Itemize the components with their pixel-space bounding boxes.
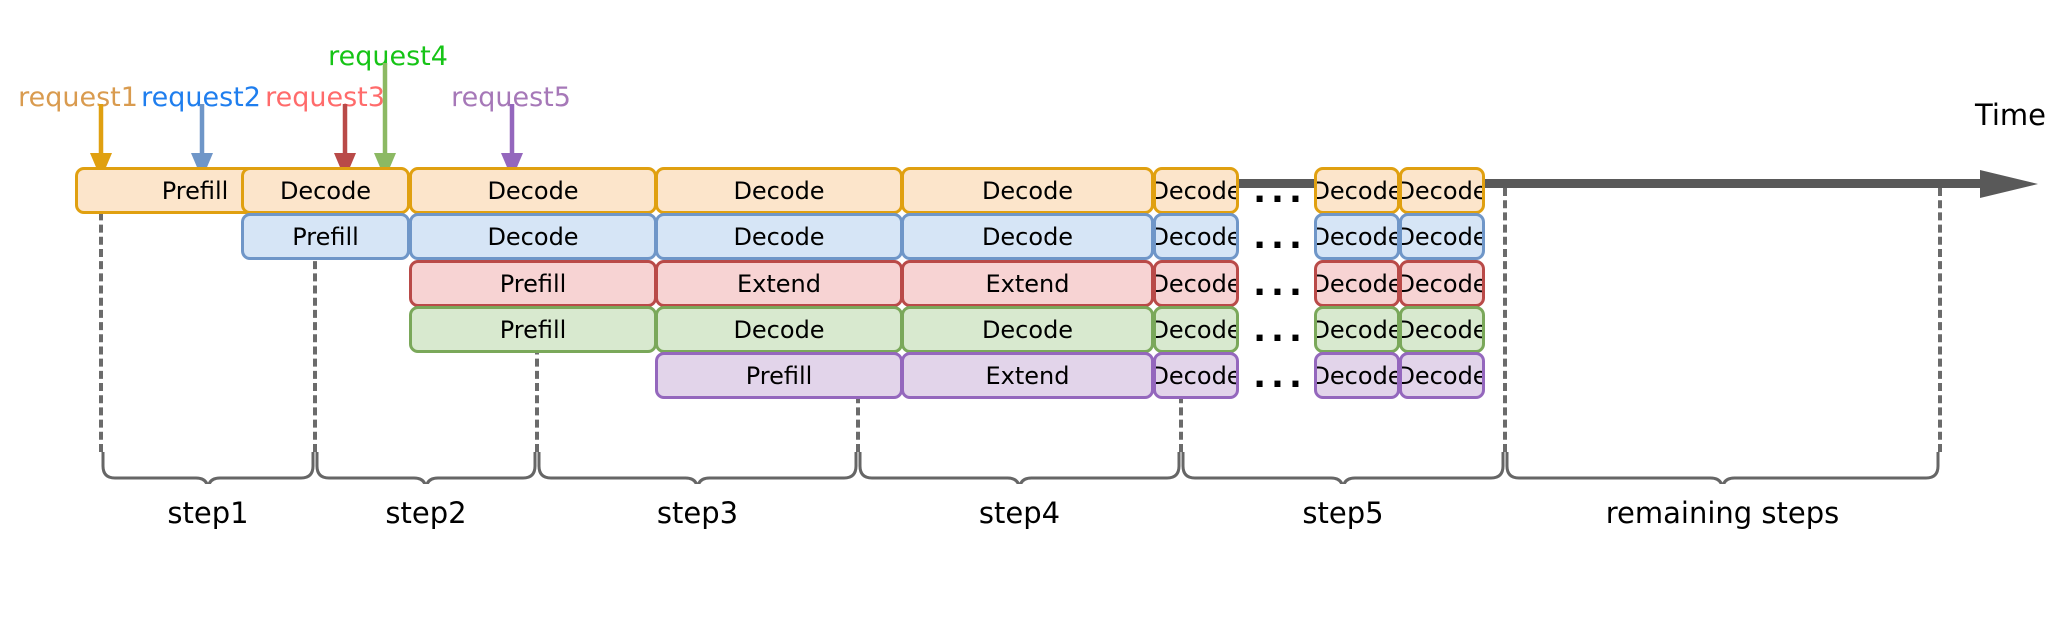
- block-request5-decode-5: Decode: [1399, 352, 1485, 399]
- request-label-3: request3: [265, 82, 385, 113]
- block-request3-decode-5: Decode: [1314, 260, 1400, 307]
- ellipsis-row-5: ...: [1253, 355, 1307, 396]
- request-arrow-2: [191, 104, 213, 179]
- step-divider-5: [1503, 188, 1507, 452]
- step-brace-6: [1505, 452, 1940, 484]
- step-label-3: step3: [656, 496, 739, 530]
- ellipsis-row-2: ...: [1253, 216, 1307, 257]
- step-brace-4: [858, 452, 1181, 484]
- request-arrow-1: [90, 104, 112, 179]
- step-label-2: step2: [385, 496, 467, 530]
- block-request3-decode-6: Decode: [1399, 260, 1485, 307]
- request-label-4: request4: [328, 41, 448, 72]
- block-request2-decode-7: Decode: [1399, 213, 1485, 260]
- step-divider-0: [99, 188, 103, 452]
- step-brace-3: [537, 452, 858, 484]
- block-request2-prefill-0: Prefill: [241, 213, 410, 260]
- ellipsis-row-3: ...: [1253, 263, 1307, 304]
- block-request3-prefill-0: Prefill: [409, 260, 657, 307]
- step-divider-1: [313, 188, 317, 452]
- block-request1-decode-1: Decode: [241, 167, 410, 214]
- step-label-4: step4: [978, 496, 1061, 530]
- block-request2-decode-3: Decode: [901, 213, 1154, 260]
- block-request2-decode-6: Decode: [1314, 213, 1400, 260]
- step-label-1: step1: [167, 496, 249, 530]
- block-request4-decode-1: Decode: [655, 306, 903, 353]
- block-request1-decode-3: Decode: [655, 167, 903, 214]
- step-brace-2: [315, 452, 537, 484]
- block-request1-decode-7: Decode: [1314, 167, 1400, 214]
- block-request4-decode-6: Decode: [1399, 306, 1485, 353]
- request-arrow-3: [334, 104, 356, 179]
- block-request4-prefill-0: Prefill: [409, 306, 657, 353]
- block-request5-decode-4: Decode: [1314, 352, 1400, 399]
- block-request5-decode-2: Decode: [1153, 352, 1239, 399]
- block-request3-extend-1: Extend: [655, 260, 903, 307]
- block-request1-decode-8: Decode: [1399, 167, 1485, 214]
- block-request1-decode-2: Decode: [409, 167, 657, 214]
- block-request2-decode-4: Decode: [1153, 213, 1239, 260]
- block-request4-decode-2: Decode: [901, 306, 1154, 353]
- request-label-1: request1: [18, 82, 138, 113]
- request-arrow-5: [501, 104, 523, 179]
- step-label-5: step5: [1302, 496, 1384, 530]
- block-request3-decode-3: Decode: [1153, 260, 1239, 307]
- step-brace-1: [101, 452, 315, 484]
- request-arrow-4: [374, 63, 396, 179]
- block-request2-decode-1: Decode: [409, 213, 657, 260]
- block-request1-decode-5: Decode: [1153, 167, 1239, 214]
- block-request5-prefill-0: Prefill: [655, 352, 903, 399]
- step-label-6: remaining steps: [1605, 496, 1840, 530]
- step-brace-5: [1181, 452, 1505, 484]
- time-axis-arrowhead: [1980, 170, 2038, 198]
- block-request1-decode-4: Decode: [901, 167, 1154, 214]
- block-request2-decode-2: Decode: [655, 213, 903, 260]
- block-request3-extend-2: Extend: [901, 260, 1154, 307]
- ellipsis-row-4: ...: [1253, 309, 1307, 350]
- block-request5-extend-1: Extend: [901, 352, 1154, 399]
- block-request4-decode-5: Decode: [1314, 306, 1400, 353]
- ellipsis-row-1: ...: [1253, 170, 1307, 211]
- time-axis-label: Time: [1975, 98, 2046, 132]
- step-divider-6: [1938, 188, 1942, 452]
- block-request4-decode-3: Decode: [1153, 306, 1239, 353]
